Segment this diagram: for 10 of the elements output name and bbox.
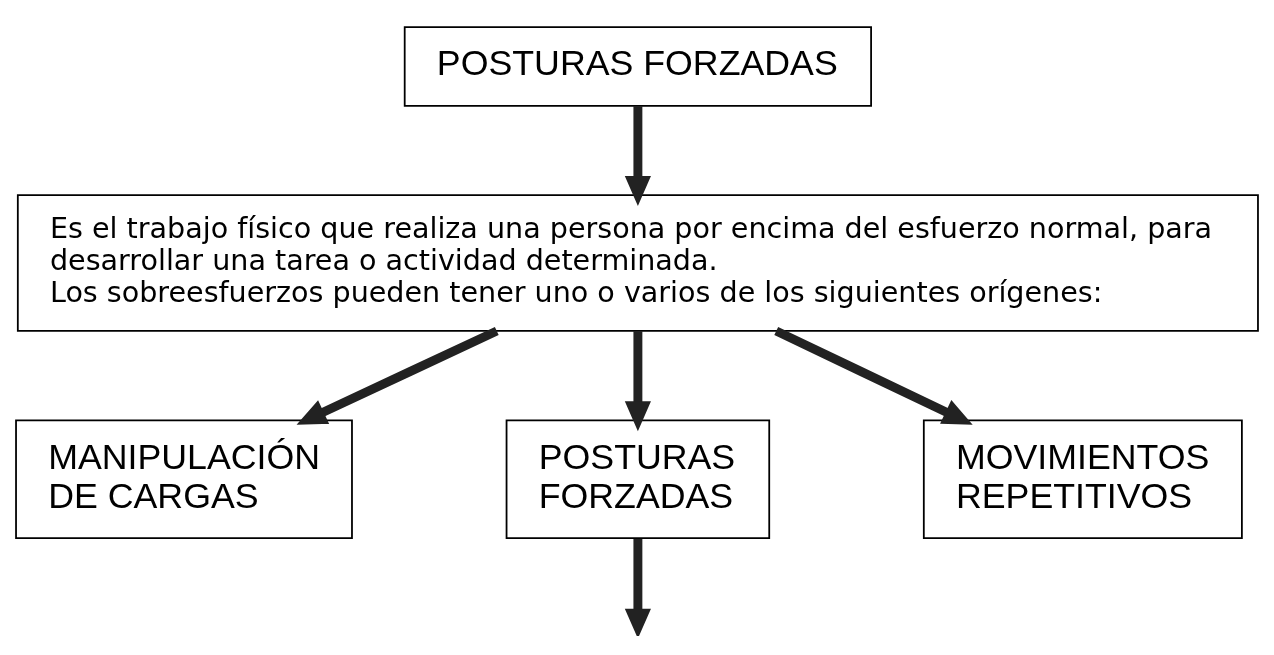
node-box: Es el trabajo físico que realiza una persona por encima del esfuerzo normal, para desarrollar una tarea o actividad determinada. Los sobreesfuerzos pueden tener uno o varios de los siguientes orígenes: [16, 193, 1259, 332]
arrow [624, 105, 651, 206]
arrow [774, 326, 973, 425]
arrow [624, 538, 651, 636]
node-box: MANIPULACIÓN DE CARGAS [15, 418, 353, 539]
arrow [624, 330, 651, 431]
node-box: POSTURAS FORZADAS [403, 25, 872, 107]
arrow [296, 326, 499, 425]
node-box: POSTURAS FORZADAS [505, 418, 771, 539]
node-box: MOVIMIENTOS REPETITIVOS [922, 418, 1243, 539]
